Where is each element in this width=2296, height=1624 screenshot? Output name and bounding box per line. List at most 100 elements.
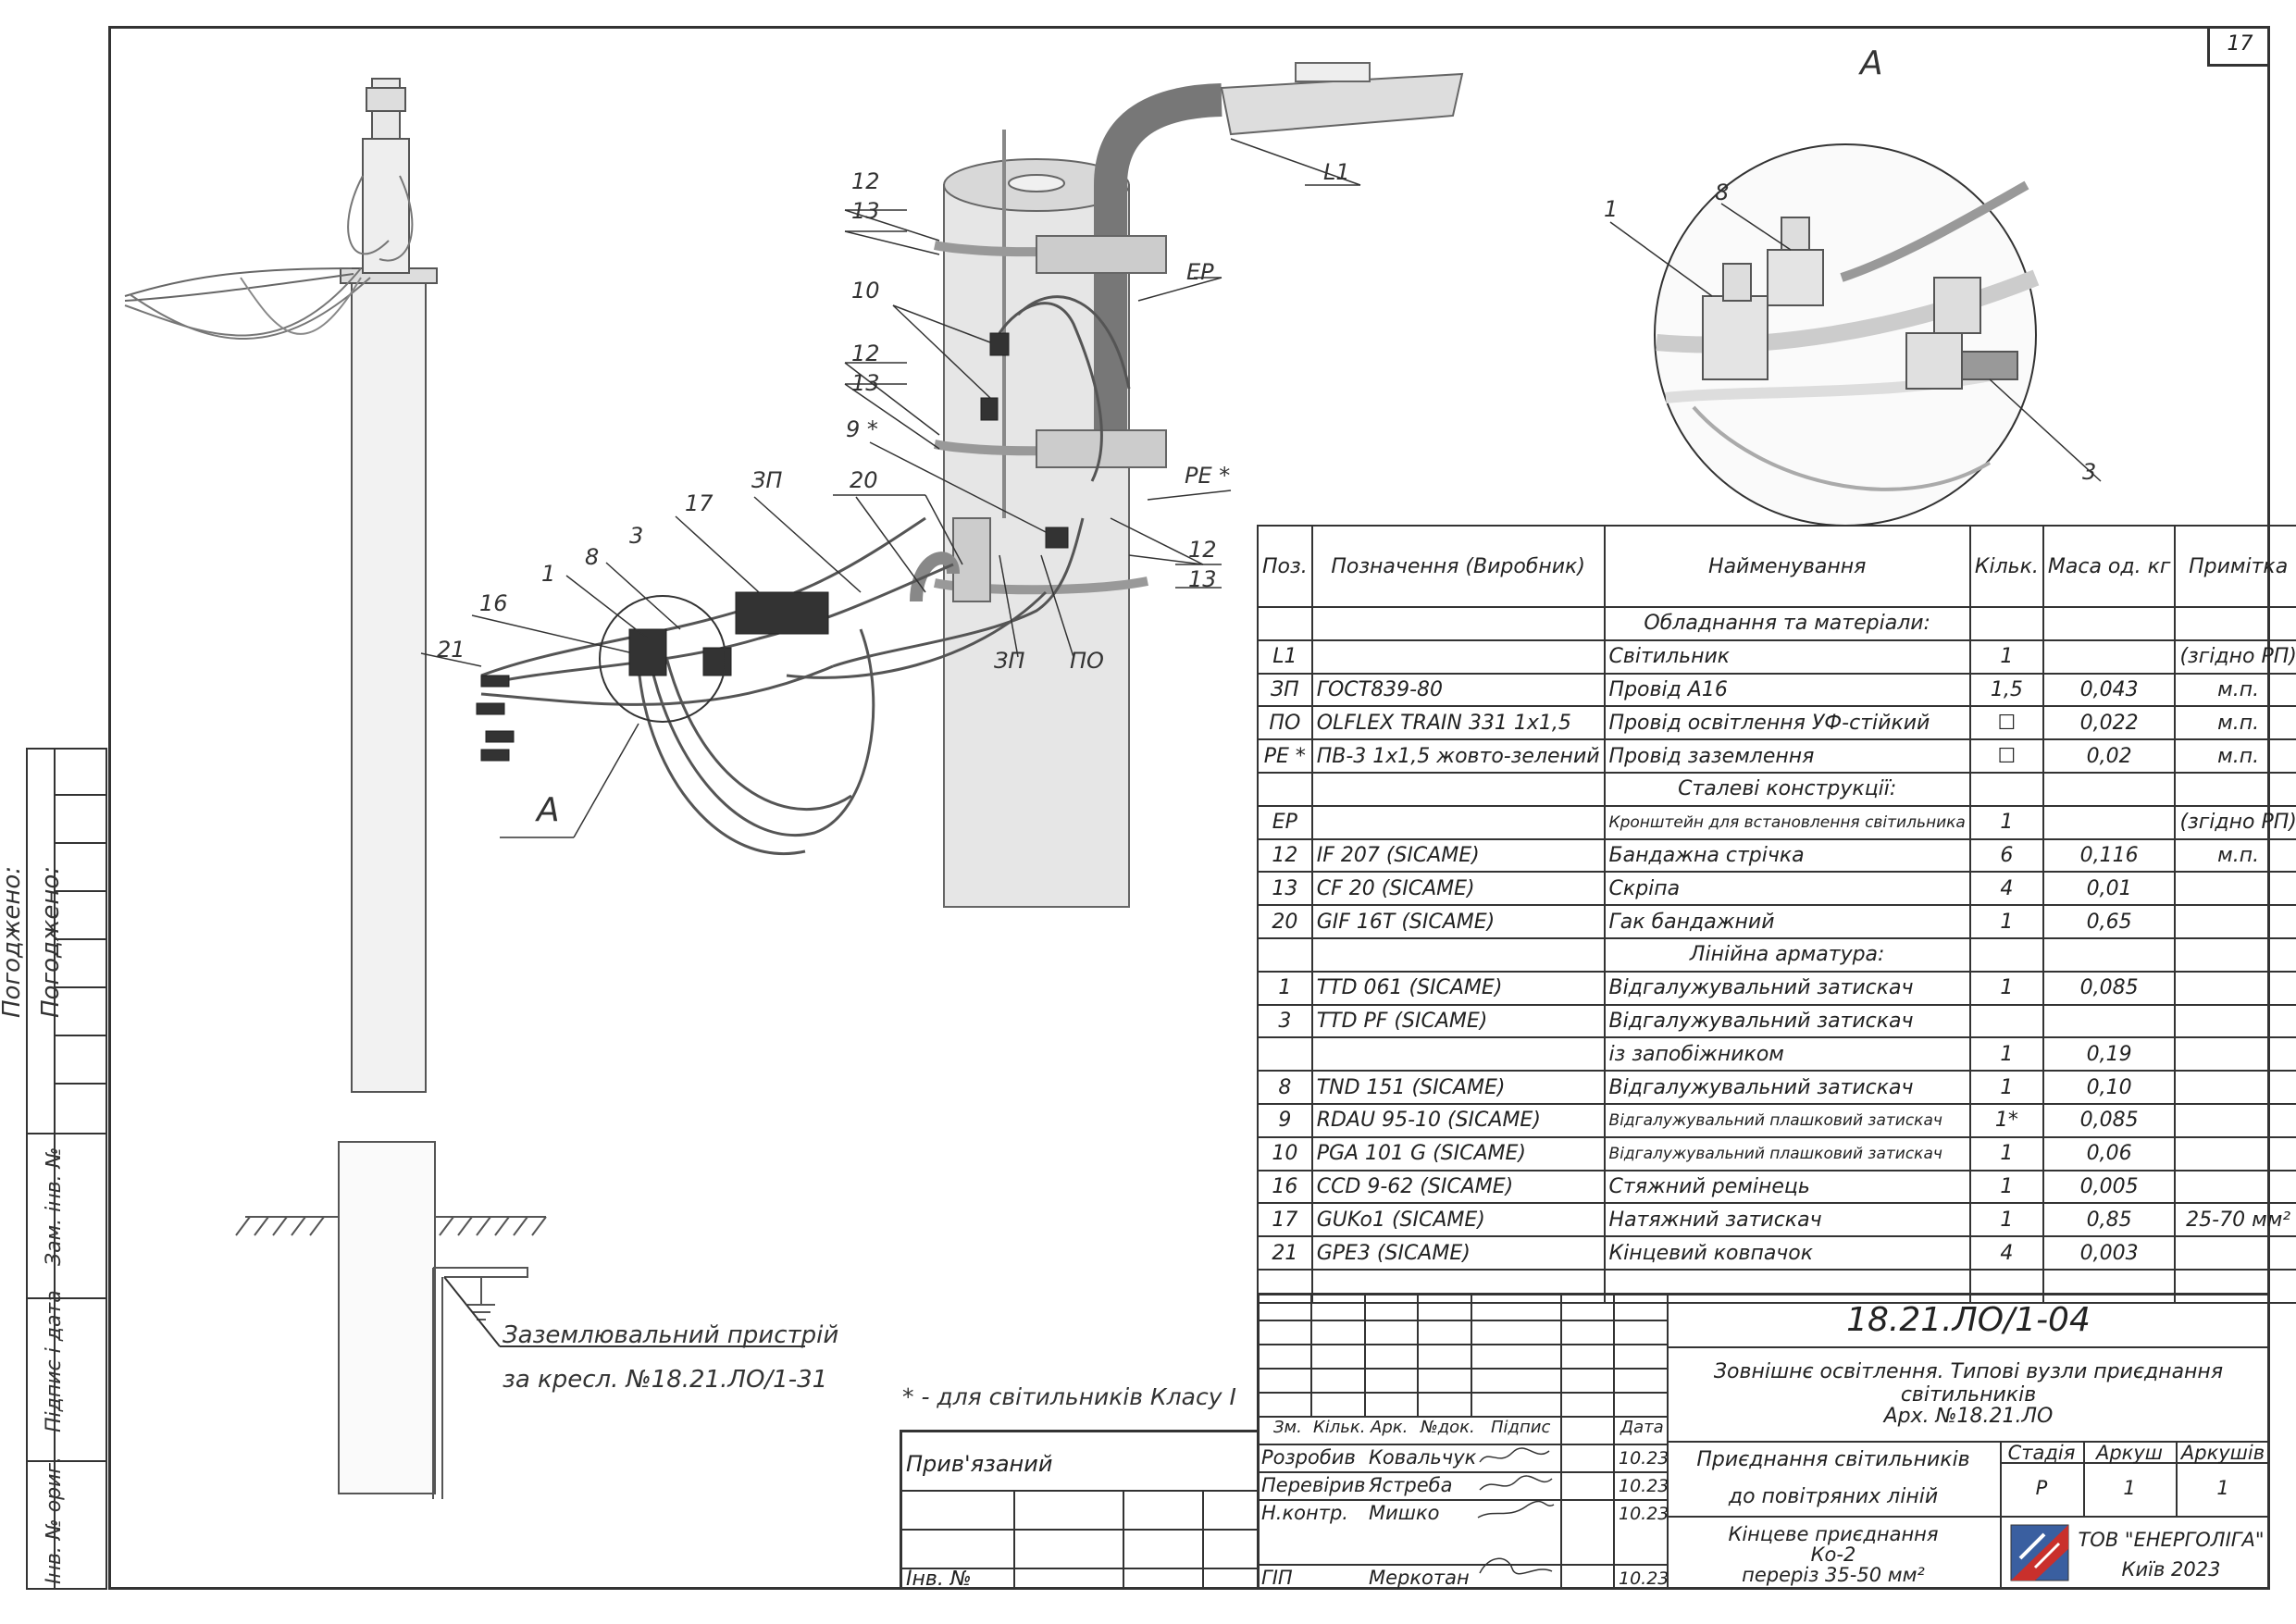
spec-qty	[1968, 1268, 2044, 1304]
header-qty: Кільк.	[1968, 525, 2044, 608]
spec-name: Відгалужувальний плашковий затискач	[1603, 1135, 1971, 1172]
spec-mass: 0,02	[2042, 738, 2177, 774]
spec-designation	[1310, 1268, 1606, 1304]
spec-qty: 1	[1968, 904, 2044, 939]
spec-row: EP Кронштейн для встановлення світильника…	[1257, 804, 2296, 840]
spec-mass: 0,06	[2042, 1135, 2177, 1172]
spec-designation: CF 20 (SICAME)	[1310, 871, 1606, 907]
header-note: Примітка	[2174, 525, 2296, 608]
spec-designation: TTD PF (SICAME)	[1310, 1003, 1606, 1039]
spec-qty: ☐	[1968, 705, 2044, 741]
spec-section-row: Обладнання та матеріали:	[1257, 606, 2296, 641]
spec-qty: 6	[1968, 837, 2044, 874]
spec-name: Провід заземлення	[1603, 738, 1971, 774]
spec-pos: ПО	[1257, 705, 1313, 741]
spec-qty: 4	[1968, 1235, 2044, 1271]
role-checker: Перевірив	[1261, 1474, 1366, 1496]
spec-mass: 0,10	[2042, 1070, 2177, 1105]
inventory-number-label: Інв. №	[906, 1568, 972, 1591]
sheet-title-line1: Приєднання світильників	[1696, 1448, 1970, 1471]
spec-qty: 1	[1968, 1036, 2044, 1072]
spec-designation	[1310, 606, 1606, 641]
spec-name: Відгалужувальний затискач	[1603, 1003, 1971, 1039]
spec-pos: L1	[1257, 638, 1313, 675]
spec-name: Відгалужувальний затискач	[1603, 970, 1971, 1006]
date-checker: 10.23	[1619, 1476, 1669, 1496]
sheet-label: Аркуш	[2095, 1442, 2164, 1464]
drawing-name-line2: Ко-2	[1810, 1543, 1856, 1566]
spec-mass: 0,85	[2042, 1202, 2177, 1238]
spec-name: Відгалужувальний затискач	[1603, 1070, 1971, 1105]
spec-note	[2174, 970, 2296, 1006]
spec-designation: GPE3 (SICAME)	[1310, 1235, 1606, 1271]
spec-mass	[2042, 1268, 2177, 1304]
footnote: * - для світильників Класу І	[902, 1383, 1236, 1410]
spec-name: Відгалужувальний плашковий затискач	[1603, 1102, 1971, 1138]
stage-value: Р	[2035, 1477, 2048, 1499]
spec-pos: 17	[1257, 1202, 1313, 1238]
spec-mass: 0,085	[2042, 970, 2177, 1006]
spec-name: Кронштейн для встановлення світильника	[1603, 804, 1971, 840]
spec-pos: 20	[1257, 904, 1313, 939]
label-8: 8	[585, 544, 600, 570]
spec-name: Провід освітлення УФ-стійкий	[1603, 705, 1971, 741]
city-year: Київ 2023	[2121, 1558, 2221, 1581]
spec-note	[2174, 606, 2296, 641]
sheet-value: 1	[2123, 1477, 2136, 1499]
spec-pos: 12	[1257, 837, 1313, 874]
spec-qty: 1	[1968, 804, 2044, 840]
clamps	[476, 332, 1069, 762]
spec-note	[2174, 1036, 2296, 1072]
spec-mass: 0,19	[2042, 1036, 2177, 1072]
detail-callout-circle	[599, 595, 726, 723]
spec-name: Стяжний ремінець	[1603, 1169, 1971, 1205]
label-12-top: 12	[851, 168, 880, 194]
spec-name: із запобіжником	[1603, 1036, 1971, 1072]
spec-note	[2174, 771, 2296, 807]
spec-pos: EP	[1257, 804, 1313, 840]
wires	[480, 295, 1131, 855]
spec-name: Світильник	[1603, 638, 1971, 675]
grounding-label-line1: Заземлювальний пристрій	[503, 1321, 839, 1349]
spec-name	[1603, 1268, 1971, 1304]
detail-a-title: A	[1860, 44, 1883, 82]
drawing-name-line3: переріз 35-50 мм²	[1742, 1564, 1925, 1586]
spec-qty: 1	[1968, 1135, 2044, 1172]
sheets-label: Аркушів	[2180, 1442, 2265, 1464]
spec-section-title: Сталеві конструкції:	[1603, 771, 1971, 807]
spec-pos: ЗП	[1257, 672, 1313, 708]
spec-designation: TTD 061 (SICAME)	[1310, 970, 1606, 1006]
col-pidpys: Підпис	[1491, 1418, 1551, 1437]
spec-designation: IF 207 (SICAME)	[1310, 837, 1606, 874]
grounding-label-line2: за кресл. №18.21.ЛО/1-31	[503, 1366, 828, 1394]
sheets-value: 1	[2216, 1477, 2229, 1499]
attached-label: Прив'язаний	[906, 1451, 1053, 1477]
spec-mass: 0,043	[2042, 672, 2177, 708]
company-name: ТОВ "ЕНЕРГОЛІГА"	[2078, 1529, 2265, 1551]
spec-mass	[2042, 804, 2177, 840]
name-checker: Ястреба	[1369, 1474, 1453, 1496]
spec-pos: 10	[1257, 1135, 1313, 1172]
name-developer: Ковальчук	[1369, 1446, 1477, 1469]
spec-qty: 4	[1968, 871, 2044, 907]
label-12-mid: 12	[851, 341, 880, 366]
spec-pos: 9	[1257, 1102, 1313, 1138]
label-20: 20	[850, 467, 878, 493]
spec-designation	[1310, 936, 1606, 973]
spec-qty: 1	[1968, 1169, 2044, 1205]
spec-designation: PGA 101 G (SICAME)	[1310, 1135, 1606, 1172]
spec-qty: 1	[1968, 638, 2044, 675]
spec-name: Скріпа	[1603, 871, 1971, 907]
spec-note: 25-70 мм²	[2174, 1202, 2296, 1238]
col-kilk: Кільк.	[1313, 1418, 1366, 1437]
document-code: 18.21.ЛО/1-04	[1846, 1301, 2091, 1339]
spec-note: (згідно РП)	[2174, 638, 2296, 675]
spec-pos: 3	[1257, 1003, 1313, 1039]
role-gip: ГІП	[1261, 1567, 1293, 1589]
header-pos: Поз.	[1257, 525, 1313, 608]
